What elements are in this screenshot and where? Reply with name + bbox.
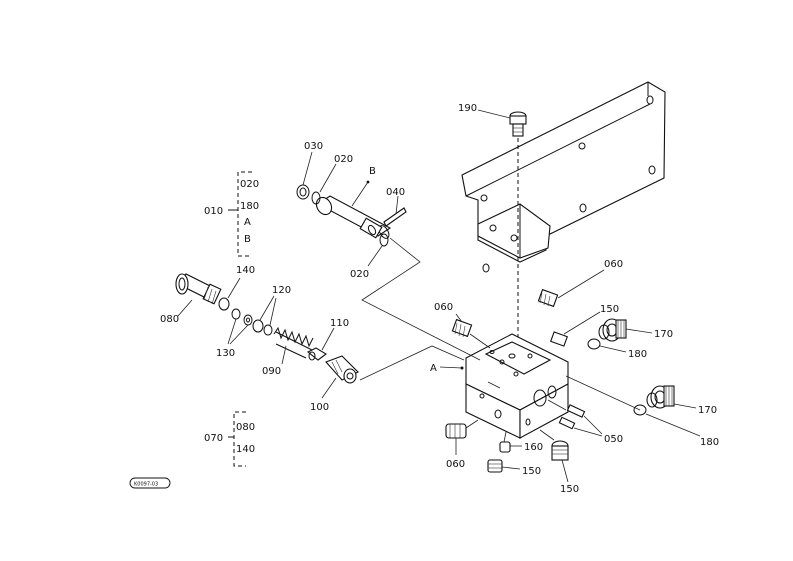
label-150-low: 150 bbox=[560, 484, 579, 495]
plug-060-mid bbox=[451, 313, 491, 349]
leader-a bbox=[439, 366, 463, 369]
poppet-110 bbox=[306, 327, 335, 361]
screw-050 bbox=[547, 399, 603, 437]
leader-a-dot bbox=[460, 366, 464, 370]
oring-020-low bbox=[367, 233, 389, 267]
label-150-top: 150 bbox=[600, 304, 619, 315]
group-070-080: 080 bbox=[236, 422, 255, 433]
part-labels: 190 030 020 B 040 020 010 020 180 A B 14… bbox=[160, 103, 719, 495]
group-010-180: 180 bbox=[240, 201, 259, 212]
label-130: 130 bbox=[216, 348, 235, 359]
oring-120 bbox=[252, 295, 277, 336]
label-170-top: 170 bbox=[654, 329, 673, 340]
washers-130 bbox=[227, 308, 253, 345]
label-020-top: 020 bbox=[334, 154, 353, 165]
plug-100 bbox=[321, 355, 359, 399]
assembly-line-main bbox=[359, 345, 465, 381]
label-090: 090 bbox=[262, 366, 281, 377]
spool-b bbox=[315, 180, 392, 239]
spring-090 bbox=[273, 326, 314, 365]
label-060-mid: 060 bbox=[434, 302, 453, 313]
label-a: A bbox=[430, 363, 437, 374]
label-040: 040 bbox=[386, 187, 405, 198]
label-140: 140 bbox=[236, 265, 255, 276]
label-180-low: 180 bbox=[700, 437, 719, 448]
assembly-line-b bbox=[361, 237, 481, 361]
label-050: 050 bbox=[604, 434, 623, 445]
label-100: 100 bbox=[310, 402, 329, 413]
label-010: 010 bbox=[204, 206, 223, 217]
fitting-170-low bbox=[646, 385, 697, 409]
bolt-190 bbox=[477, 109, 527, 340]
plug-060-top bbox=[537, 269, 605, 308]
plug-060-low bbox=[445, 419, 479, 455]
oring-180-top bbox=[587, 338, 627, 353]
oring-140 bbox=[218, 277, 241, 311]
label-120: 120 bbox=[272, 285, 291, 296]
coupler-080-left bbox=[175, 273, 222, 317]
label-110: 110 bbox=[330, 318, 349, 329]
group-070 bbox=[228, 411, 246, 467]
leader-oring-180-low bbox=[565, 375, 641, 411]
label-b-top: B bbox=[369, 166, 376, 177]
label-180-top: 180 bbox=[628, 349, 647, 360]
label-160: 160 bbox=[524, 442, 543, 453]
pin-040 bbox=[383, 195, 407, 227]
plug-160 bbox=[499, 431, 522, 453]
group-070-140: 140 bbox=[236, 444, 255, 455]
label-070: 070 bbox=[204, 433, 223, 444]
group-010-a: A bbox=[244, 217, 251, 228]
label-150-mid: 150 bbox=[522, 466, 541, 477]
label-030: 030 bbox=[304, 141, 323, 152]
label-020-low: 020 bbox=[350, 269, 369, 280]
group-010-020: 020 bbox=[240, 179, 259, 190]
plug-150-mid bbox=[487, 459, 521, 473]
fitting-170-top bbox=[598, 318, 653, 342]
plug-150-top bbox=[550, 311, 601, 347]
label-190: 190 bbox=[458, 103, 477, 114]
group-010 bbox=[228, 171, 252, 257]
mounting-plate bbox=[461, 81, 666, 273]
oring-020-top bbox=[311, 163, 337, 205]
reference-code: K0097-03 bbox=[134, 482, 158, 488]
plug-150-low bbox=[539, 429, 569, 483]
valve-body bbox=[465, 333, 569, 439]
label-170-low: 170 bbox=[698, 405, 717, 416]
reference-code-badge: K0097-03 bbox=[129, 477, 171, 489]
oring-180-low bbox=[633, 404, 701, 437]
label-060-top: 060 bbox=[604, 259, 623, 270]
ring-030 bbox=[296, 151, 313, 200]
label-080-left: 080 bbox=[160, 314, 179, 325]
label-060-low: 060 bbox=[446, 459, 465, 470]
group-010-b: B bbox=[244, 234, 251, 245]
